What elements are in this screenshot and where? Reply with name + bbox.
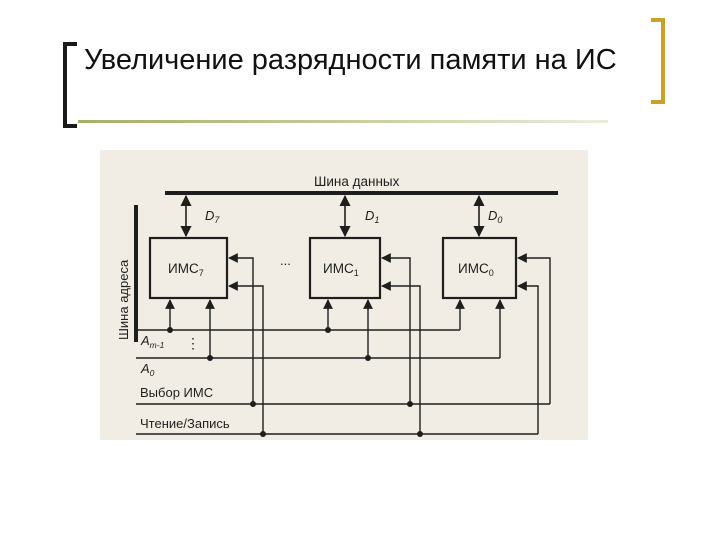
chip-select-feed-0 <box>517 253 551 404</box>
left-bracket-decoration <box>63 42 77 128</box>
chip-select-feed-1 <box>381 253 411 404</box>
data-bus-label: Шина данных <box>314 174 400 189</box>
junction-dot <box>417 431 423 437</box>
chip-ellipsis: ... <box>280 253 291 268</box>
data-line-label-0: D0 <box>488 208 502 225</box>
title-underline <box>78 120 608 123</box>
junction-dot <box>260 431 266 437</box>
chip-box-0 <box>441 236 518 300</box>
chip-label-0: ИМС0 <box>458 261 494 278</box>
address-ellipsis: ⋮ <box>186 335 200 351</box>
right-bracket-decoration <box>651 18 665 104</box>
junction-dot <box>207 355 213 361</box>
chip-select-feed-7 <box>228 253 254 404</box>
read-write-feed-1 <box>381 281 421 434</box>
addr-high-label: Am-1 <box>140 333 165 350</box>
junction-dot <box>167 327 173 333</box>
junction-dot <box>365 355 371 361</box>
read-write-feed-7 <box>228 281 264 434</box>
chip-select-label: Выбор ИМС <box>140 385 213 400</box>
read-write-label: Чтение/Запись <box>140 416 230 431</box>
address-bus-label: Шина адреса <box>116 259 131 340</box>
chip-box-7 <box>148 236 229 300</box>
junction-dot <box>325 327 331 333</box>
junction-dot <box>250 401 256 407</box>
chip-label-7: ИМС7 <box>168 261 204 278</box>
data-line-label-7: D7 <box>205 208 220 225</box>
chip-label-1: ИМС1 <box>323 261 359 278</box>
chip-box-1 <box>308 236 382 300</box>
slide-title: Увеличение разрядности памяти на ИС <box>84 44 617 76</box>
junction-dot <box>407 401 413 407</box>
data-line-label-1: D1 <box>365 208 379 225</box>
addr-low-label: A0 <box>140 361 155 378</box>
read-write-feed-0 <box>517 281 539 434</box>
